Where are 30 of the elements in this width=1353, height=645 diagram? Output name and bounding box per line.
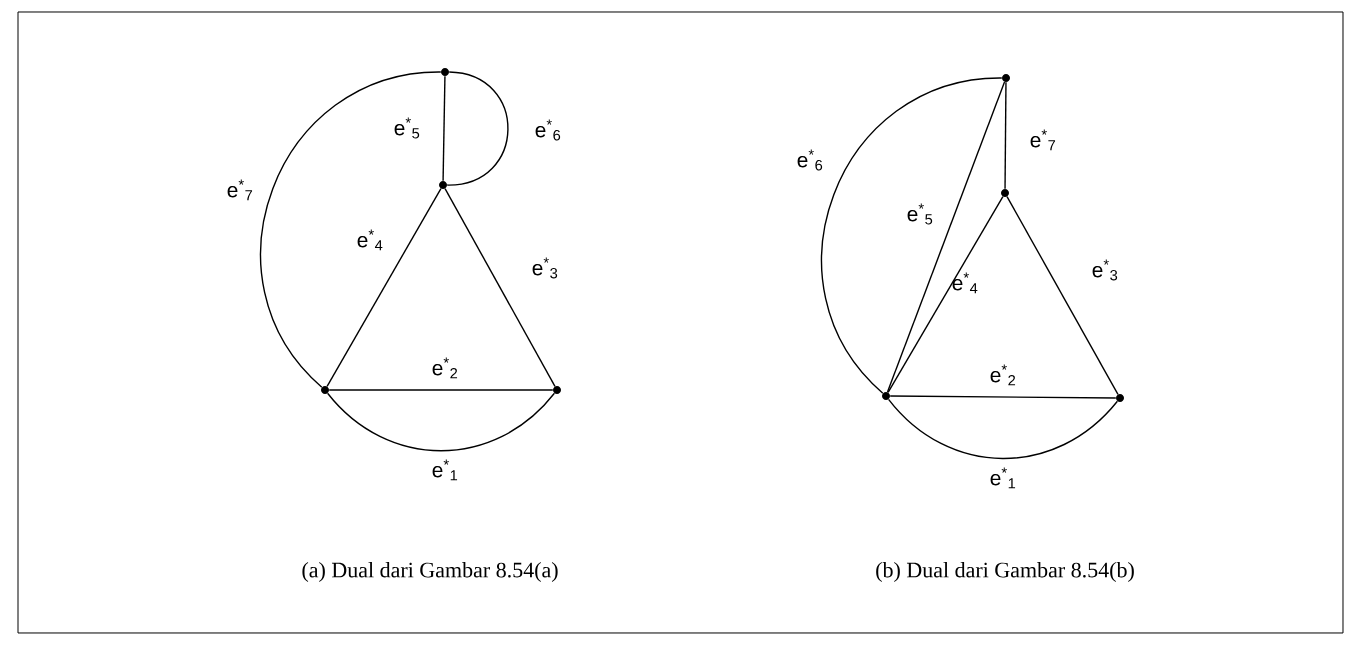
graph-edge [442,75,446,182]
edge-label: e$^{*}$4 [357,229,383,251]
graph-edge [326,392,556,452]
graph-edge [820,77,1003,394]
graph-edge [328,389,554,391]
graph-edge [444,187,556,387]
graph-edge [887,398,1119,460]
graph-edge [1006,195,1119,395]
caption: (b) Dual dari Gambar 8.54(b) [876,562,1134,582]
graph-edge [259,71,442,388]
graph-edge [326,187,442,388]
edge-label: e$^{*}$2 [990,364,1016,386]
edge-label: e$^{*}$7 [1030,129,1056,151]
edge-label: e$^{*}$4 [952,272,978,294]
edge-label: e$^{*}$5 [907,203,933,225]
edge-label: e$^{*}$3 [532,257,558,279]
edge-label: e$^{*}$7 [227,179,253,201]
graph-edge [886,81,1006,393]
edge-label: e$^{*}$1 [432,459,458,481]
graph-edge [889,395,1117,399]
graph-edge [887,195,1004,394]
edge-label: e$^{*}$5 [394,117,420,139]
edge-label: e$^{*}$6 [797,149,823,171]
edge-label: e$^{*}$3 [1092,259,1118,281]
graph-edge [446,71,509,186]
graph-edge [1004,81,1007,190]
edge-label: e$^{*}$2 [432,357,458,379]
caption: (a) Dual dari Gambar 8.54(a) [302,562,558,582]
edge-label: e$^{*}$6 [535,119,561,141]
edge-label: e$^{*}$1 [990,467,1016,489]
